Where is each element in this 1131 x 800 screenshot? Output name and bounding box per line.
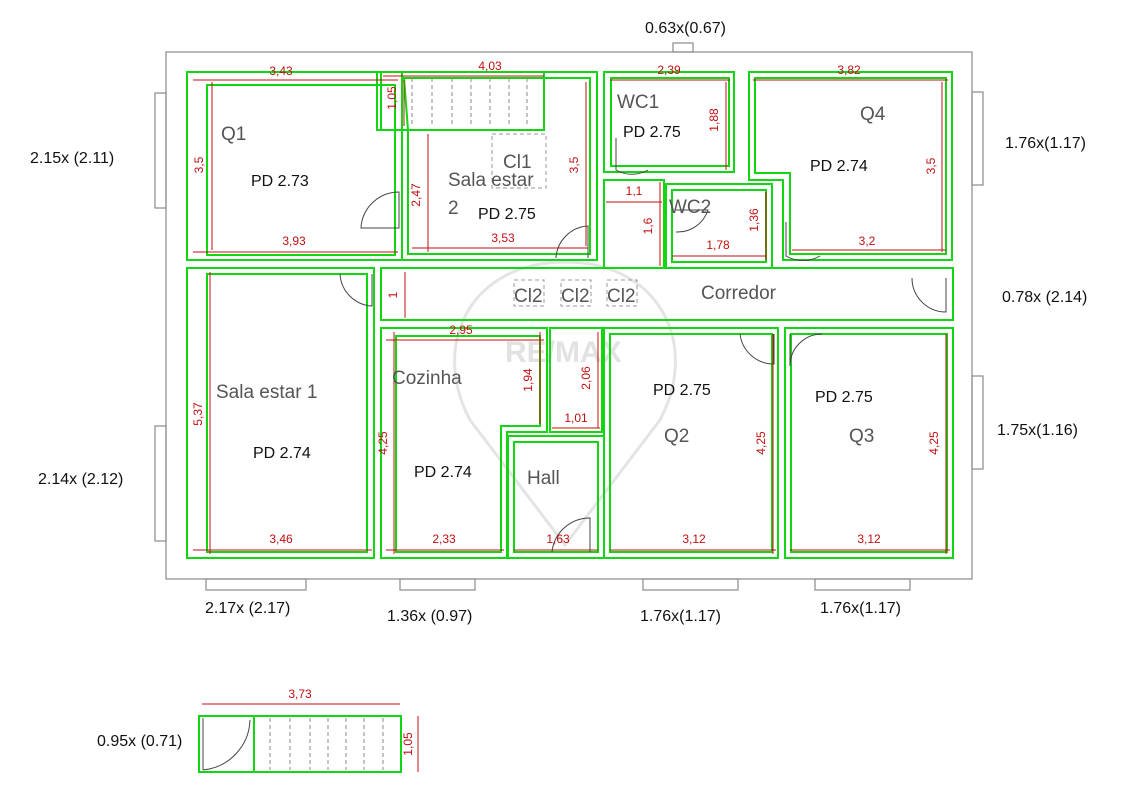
room-cozinha-pd: PD 2.74: [414, 464, 472, 481]
staircase-lower: [202, 718, 384, 771]
dim-q3-right: 4,25: [927, 431, 941, 455]
dim-small-height: 1,6: [641, 217, 655, 234]
dim-q1-top: 3,43: [269, 64, 293, 78]
dim-corredor-height: 1: [386, 291, 400, 298]
dim-q1-height: 3,5: [192, 156, 206, 173]
room-cozinha-name: Cozinha: [392, 368, 462, 389]
dim-wc2-width: 1,78: [706, 238, 730, 252]
outer-wall: [165, 51, 973, 580]
dim-lower-stair-height: 1,05: [401, 732, 415, 756]
dim-sala2-right: 3,5: [567, 156, 581, 173]
dim-wc1-right: 1,88: [707, 108, 721, 132]
window-bottom-2-label: 1.36x (0.97): [387, 608, 472, 625]
window-right-middle-label: 0.78x (2.14): [1002, 289, 1087, 306]
dim-lower-stair-top: 3,73: [288, 687, 312, 701]
room-q4-name: Q4: [860, 104, 886, 125]
room-q1-name: Q1: [221, 124, 246, 145]
dim-q2-bottom: 3,12: [682, 532, 706, 546]
room-q4-pd: PD 2.74: [810, 158, 868, 175]
dim-wc1-top: 2,39: [657, 63, 681, 77]
dim-q4-bottom: 3,2: [859, 234, 876, 248]
room-labels: Q1 PD 2.73 Sala estar 2 PD 2.75 Cl1 WC1 …: [216, 92, 886, 489]
window-bottom-3-label: 1.76x(1.17): [640, 608, 721, 625]
dim-hall-bottom: 1,63: [546, 532, 570, 546]
dim-stair-top: 4,03: [478, 59, 502, 73]
dim-cozinha-left: 4,25: [376, 431, 390, 455]
dim-q1-bottom: 3,93: [282, 234, 306, 248]
room-sala1-pd: PD 2.74: [253, 445, 311, 462]
dim-wc2-height: 1,36: [747, 208, 761, 232]
room-hall-name: Hall: [527, 468, 560, 489]
dim-sala2-bottom: 3,53: [491, 231, 515, 245]
staircase-upper: [411, 78, 528, 126]
room-wc1-name: WC1: [617, 92, 659, 113]
window-bottom-4-label: 1.76x(1.17): [820, 600, 901, 617]
window-bottom-1-label: 2.17x (2.17): [205, 600, 290, 617]
window-top-label: 0.63x(0.67): [645, 20, 726, 37]
closet-1: [491, 133, 547, 189]
room-corredor-name: Corredor: [701, 283, 777, 304]
closet-2a-label: Cl2: [514, 286, 543, 307]
window-openings: [154, 42, 984, 591]
window-left-upper-label: 2.15x (2.11): [30, 150, 114, 167]
dim-q2-right: 4,25: [754, 431, 768, 455]
dim-small-width: 1,1: [626, 184, 643, 198]
closet-2b: [560, 279, 592, 307]
closet-2c-label: Cl2: [607, 286, 636, 307]
room-q3-pd: PD 2.75: [815, 389, 873, 406]
dim-hall-top-width: 1,01: [564, 411, 588, 425]
room-q2-name: Q2: [664, 426, 689, 447]
closet-2b-label: Cl2: [561, 286, 590, 307]
room-outlines: [186, 71, 954, 773]
dim-sala1-bottom: 3,46: [269, 532, 293, 546]
closet-1-label: Cl1: [503, 152, 532, 173]
dim-cozinha-bottom: 2,33: [432, 532, 456, 546]
window-right-lower-label: 1.75x(1.16): [997, 422, 1078, 439]
room-sala1-name: Sala estar 1: [216, 382, 317, 403]
window-labels: 0.63x(0.67) 2.15x (2.11) 2.14x (2.12) 1.…: [30, 20, 1087, 750]
dim-hall-top-height: 2,06: [579, 366, 593, 390]
dim-cozinha-top: 2,95: [449, 323, 473, 337]
room-wc2-name: WC2: [669, 197, 711, 218]
dim-cozinha-inner: 1,94: [521, 368, 535, 392]
room-sala2-name-2: 2: [448, 198, 459, 219]
doors: [339, 138, 947, 553]
closet-2a: [513, 279, 545, 307]
room-q3-name: Q3: [849, 426, 874, 447]
room-q1-pd: PD 2.73: [251, 173, 309, 190]
room-wc1-pd: PD 2.75: [623, 124, 681, 141]
dim-stair-height: 1,05: [385, 86, 399, 110]
room-sala2-name-1: Sala estar: [448, 170, 534, 191]
window-lower-stair-label: 0.95x (0.71): [97, 733, 182, 750]
dim-q4-top: 3,82: [837, 63, 861, 77]
dim-q3-bottom: 3,12: [857, 532, 881, 546]
dimension-labels: 3,43 3,93 3,5 4,03 1,05 2,47 3,53 3,5 2,…: [191, 59, 941, 756]
dimension-lines: [193, 75, 950, 772]
room-q2-pd: PD 2.75: [653, 382, 711, 399]
window-right-upper-label: 1.76x(1.17): [1005, 135, 1086, 152]
window-left-lower-label: 2.14x (2.12): [38, 471, 123, 488]
closet-2c: [606, 279, 638, 307]
dim-q4-right: 3,5: [924, 157, 938, 174]
dim-sala2-left: 2,47: [409, 183, 423, 207]
room-sala2-pd: PD 2.75: [478, 206, 536, 223]
dim-sala1-height: 5,37: [191, 402, 205, 426]
